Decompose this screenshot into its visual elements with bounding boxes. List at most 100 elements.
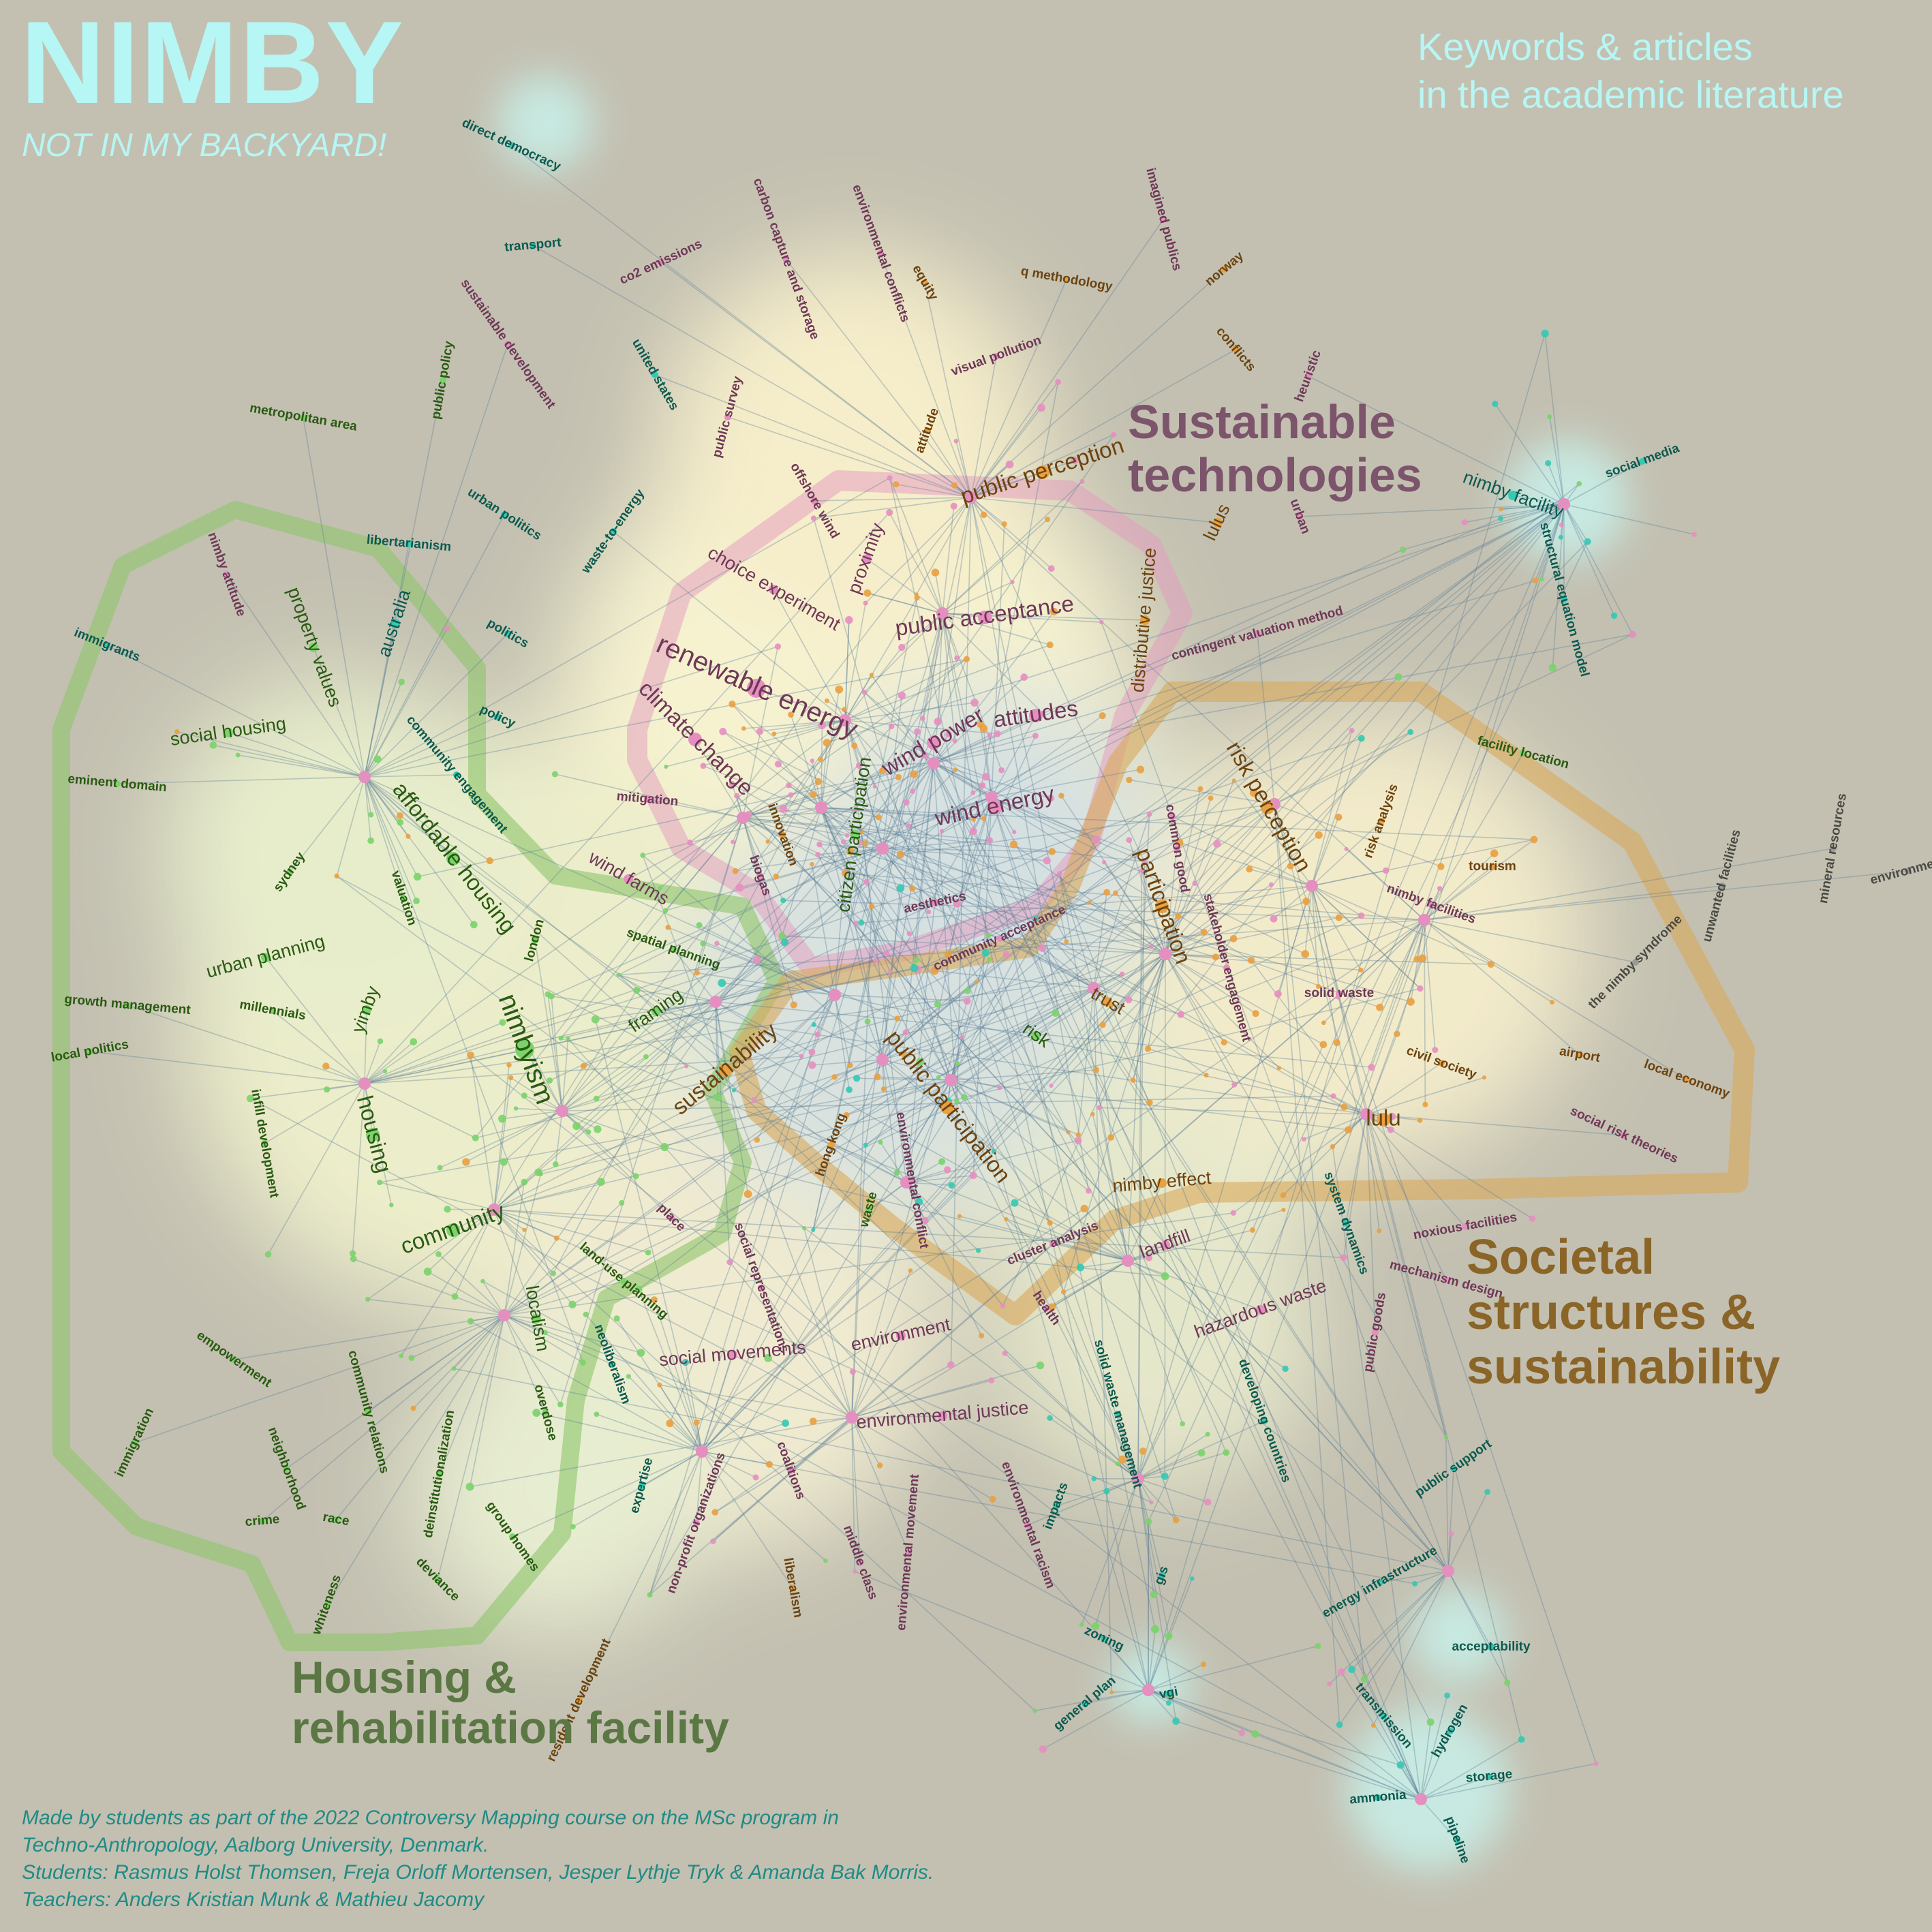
graph-node xyxy=(1150,1625,1159,1634)
graph-edge xyxy=(1148,1048,1367,1115)
keyword-node xyxy=(1454,1837,1460,1843)
graph-edge xyxy=(493,1161,504,1210)
graph-node xyxy=(952,738,957,743)
graph-edge xyxy=(895,483,972,498)
graph-edge xyxy=(493,1209,554,1274)
graph-node xyxy=(982,773,990,781)
graph-edge xyxy=(1137,1478,1208,1503)
graph-edge xyxy=(933,763,1177,1520)
graph-edge xyxy=(265,957,365,1084)
keyword-node xyxy=(1488,1644,1494,1651)
graph-edge xyxy=(628,1376,703,1452)
graph-edge xyxy=(493,1036,962,1210)
graph-node xyxy=(1056,871,1062,876)
keyword-node xyxy=(1049,1240,1056,1247)
graph-node xyxy=(1107,1134,1115,1141)
graph-edge xyxy=(1329,1570,1449,1685)
graph-edge xyxy=(364,776,409,837)
graph-edge xyxy=(493,891,1107,1210)
graph-edge xyxy=(638,803,1275,1290)
keyword-node xyxy=(769,585,778,594)
graph-edge xyxy=(1343,1114,1367,1258)
societal-label-line-3: sustainability xyxy=(1467,1340,1781,1395)
graph-node xyxy=(647,1592,653,1598)
keyword-node xyxy=(1450,1465,1457,1472)
graph-edge xyxy=(1165,834,1319,955)
graph-edge xyxy=(696,817,743,973)
keyword-node xyxy=(828,1141,835,1148)
graph-edge xyxy=(1099,1107,1129,1261)
graph-edge xyxy=(1420,1695,1448,1800)
graph-edge xyxy=(1165,953,1280,1069)
keyword-node xyxy=(542,1409,549,1416)
graph-edge xyxy=(417,763,934,878)
graph-node xyxy=(862,840,869,847)
graph-edge xyxy=(831,1144,907,1183)
graph-edge xyxy=(966,797,992,992)
graph-edge xyxy=(715,1001,719,1098)
keyword-label-local-economy: local economy xyxy=(1642,1057,1732,1101)
graph-node xyxy=(1330,1093,1336,1099)
graph-edge xyxy=(562,931,1204,1111)
graph-edge xyxy=(882,953,1007,1060)
graph-edge xyxy=(696,919,1425,1423)
graph-edge xyxy=(364,1009,367,1084)
graph-node xyxy=(572,1122,581,1131)
keyword-node xyxy=(1114,1411,1121,1417)
graph-edge xyxy=(701,1451,826,1561)
graph-node xyxy=(814,1031,821,1038)
graph-edge xyxy=(851,1417,993,1500)
graph-edge xyxy=(1060,795,1166,955)
graph-edge xyxy=(1165,953,1361,971)
graph-edge xyxy=(942,480,1083,614)
graph-node xyxy=(1315,983,1321,990)
graph-edge xyxy=(264,1083,365,1144)
graph-node xyxy=(1321,1020,1326,1026)
graph-node xyxy=(1047,1220,1053,1226)
graph-node xyxy=(874,1073,881,1081)
graph-edge xyxy=(1165,797,1212,955)
graph-node xyxy=(953,899,962,908)
graph-node xyxy=(1000,1303,1006,1309)
graph-node xyxy=(895,773,902,781)
graph-node xyxy=(765,1460,773,1468)
graph-edge xyxy=(364,774,457,778)
graph-node xyxy=(499,1019,506,1026)
graph-edge xyxy=(668,927,835,996)
graph-node xyxy=(1358,967,1364,973)
graph-edge xyxy=(1563,504,1615,616)
graph-edge xyxy=(917,969,951,1081)
graph-edge xyxy=(970,497,1052,569)
graph-edge xyxy=(1002,953,1166,1306)
graph-node xyxy=(921,1216,929,1225)
graph-edge xyxy=(364,1041,414,1084)
graph-edge xyxy=(1062,953,1166,1293)
graph-edge xyxy=(576,1001,716,1127)
graph-node xyxy=(810,515,817,521)
keyword-node xyxy=(877,250,884,257)
graph-edge xyxy=(819,844,883,849)
graph-edge xyxy=(882,695,903,849)
graph-edge xyxy=(1347,504,1565,1131)
graph-edge xyxy=(1148,1689,1401,1766)
graph-edge xyxy=(364,776,687,1067)
graph-node xyxy=(1001,521,1007,527)
graph-edge xyxy=(649,919,1425,1595)
graph-node xyxy=(1529,1215,1536,1222)
keyword-node xyxy=(1155,900,1169,913)
graph-node xyxy=(1079,1622,1084,1627)
keyword-node xyxy=(693,1520,700,1527)
graph-node xyxy=(444,1206,451,1213)
graph-edge xyxy=(1042,1689,1149,1750)
graph-edge xyxy=(927,430,972,498)
societal-label-line-1: Societal xyxy=(1467,1230,1655,1285)
graph-node xyxy=(1189,1576,1195,1581)
graph-node xyxy=(910,964,919,972)
graph-node xyxy=(662,908,669,914)
graph-node xyxy=(729,701,736,708)
graph-node xyxy=(778,932,786,940)
graph-edge xyxy=(843,709,883,849)
graph-edge xyxy=(1366,1077,1485,1115)
graph-edge xyxy=(933,677,1025,764)
graph-node xyxy=(743,1190,752,1198)
